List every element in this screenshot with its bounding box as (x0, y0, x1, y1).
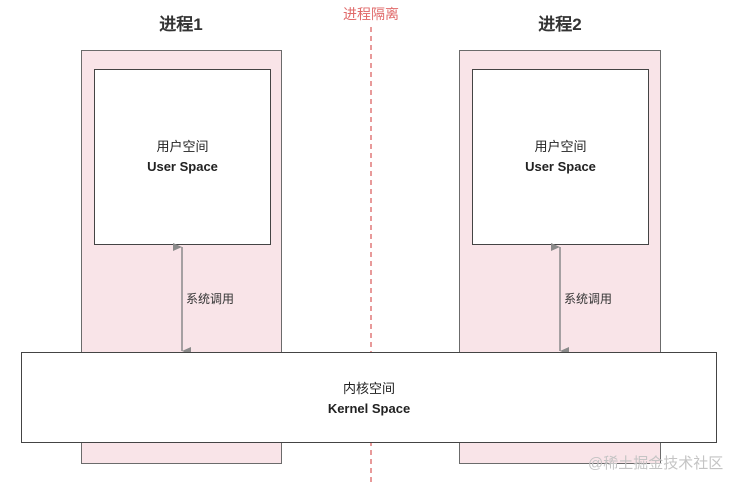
process-1-title: 进程1 (159, 15, 203, 34)
kernel-space-en-label: Kernel Space (327, 401, 411, 416)
process-1-user-space-box: 用户空间 User Space (94, 69, 271, 245)
kernel-space-cn-label: 内核空间 (342, 381, 395, 396)
process-1-user-space-cn-label: 用户空间 (156, 139, 209, 154)
process-2-user-space-box: 用户空间 User Space (472, 69, 649, 245)
watermark: @稀土掘金技术社区 (588, 455, 724, 472)
process-2-title: 进程2 (538, 15, 582, 34)
process-2-syscall-label: 系统调用 (564, 292, 613, 306)
process-2-user-space-en-label: User Space (525, 159, 596, 174)
kernel-space-box: 内核空间 Kernel Space (21, 352, 717, 443)
process-2-user-space-cn-label: 用户空间 (534, 139, 587, 154)
process-1-syscall-label: 系统调用 (186, 292, 235, 306)
process-1-user-space-en-label: User Space (147, 159, 218, 174)
separator-label: 进程隔离 (343, 6, 399, 22)
